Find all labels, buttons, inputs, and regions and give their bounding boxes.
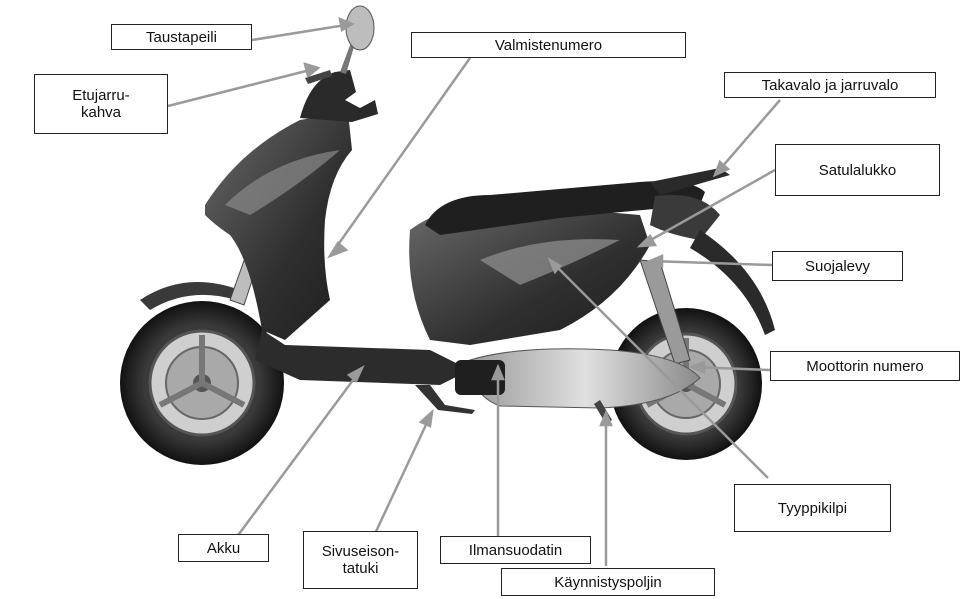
front-wheel	[120, 301, 284, 465]
label-suojalevy: Suojalevy	[772, 251, 903, 281]
label-moottorin-numero: Moottorin numero	[770, 351, 960, 381]
label-satulalukko: Satulalukko	[775, 144, 940, 196]
label-etujarrukahva: Etujarru- kahva	[34, 74, 168, 134]
label-akku: Akku	[178, 534, 269, 562]
label-valmistenumero: Valmistenumero	[411, 32, 686, 58]
label-taustapeili: Taustapeili	[111, 24, 252, 50]
label-kaynnistyspoljin: Käynnistyspoljin	[501, 568, 715, 596]
label-sivuseisontatuki: Sivuseison- tatuki	[303, 531, 418, 589]
label-ilmansuodatin: Ilmansuodatin	[440, 536, 591, 564]
label-tyyppikilpi: Tyyppikilpi	[734, 484, 891, 532]
label-takavalo-ja-jarruvalo: Takavalo ja jarruvalo	[724, 72, 936, 98]
